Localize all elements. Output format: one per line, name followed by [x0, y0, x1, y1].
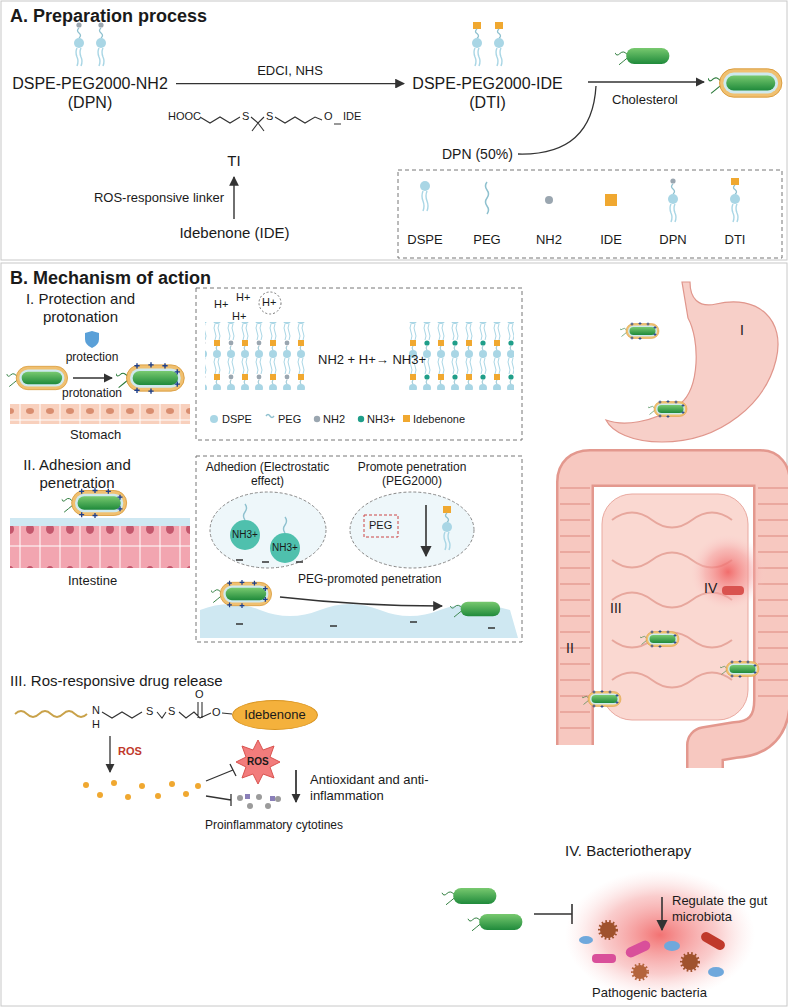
- text-label: Cholesterol: [612, 92, 678, 108]
- text-label: H+: [232, 310, 246, 323]
- text-label: NH3+: [272, 542, 298, 554]
- text-label: NH3+: [367, 413, 395, 426]
- text-label: II. Adhesion and penetration: [18, 456, 136, 492]
- text-label: protonation: [60, 386, 124, 400]
- text-label: Promote penetration (PEG2000): [342, 460, 482, 489]
- compound-label: Idebenone (IDE): [175, 222, 294, 246]
- node-text: (DTI): [408, 93, 567, 112]
- text-label: Proinflammatory cytotines: [205, 818, 343, 832]
- reaction-arrow: [233, 177, 234, 219]
- text-label: I. Protection and protonation: [18, 290, 143, 326]
- text-label: S: [242, 110, 249, 123]
- text-label: IV: [704, 580, 717, 597]
- reaction-arrow: [176, 83, 404, 84]
- text-label: H: [92, 718, 100, 731]
- legend-text: DTI: [705, 232, 765, 248]
- compound-label: DSPE-PEG2000-NH2(DPN): [8, 72, 172, 117]
- text-label: III: [610, 600, 622, 617]
- node-text: DSPE-PEG2000-NH2: [8, 74, 172, 93]
- text-label: IDE: [343, 110, 361, 123]
- node-text: (DPN): [8, 93, 172, 112]
- text-label: S: [266, 110, 273, 123]
- panel-ii-art: [10, 456, 522, 642]
- text-label: N: [92, 704, 100, 717]
- panel-iv-art: [442, 870, 755, 1000]
- legend-text: NH2: [519, 232, 579, 248]
- text-label: Adhedion (Electrostatic effect): [205, 460, 330, 489]
- node-text: Idebenone (IDE): [175, 224, 294, 242]
- text-label: II: [566, 640, 574, 657]
- node-text: DSPE-PEG2000-IDE: [408, 74, 567, 93]
- panel-i-art: [7, 288, 522, 440]
- node-text: TI: [223, 152, 245, 170]
- legend-text: DSPE: [395, 232, 455, 248]
- text-label: H+: [214, 298, 228, 311]
- text-label: O: [195, 688, 204, 701]
- text-label: Stomach: [70, 427, 121, 443]
- text-label: A. Preparation process: [10, 6, 207, 28]
- text-label: O: [324, 110, 333, 123]
- text-label: O: [212, 706, 221, 719]
- text-label: B. Mechanism of action: [10, 268, 211, 290]
- text-label: III. Ros-responsive drug release: [10, 672, 223, 690]
- compound-label: DSPE-PEG2000-IDE(DTI): [408, 72, 567, 117]
- edge-label: ROS-responsive linker: [92, 190, 226, 206]
- text-label: Pathogenic bacteria: [592, 985, 707, 1001]
- section-a-art: [74, 22, 782, 258]
- legend-text: PEG: [457, 232, 517, 248]
- text-label: Antioxidant and anti-inflammation: [310, 772, 440, 803]
- text-label: HOOC: [168, 110, 201, 123]
- text-label: DSPE: [222, 413, 252, 426]
- legend-text: DPN: [643, 232, 703, 248]
- text-label: protection: [62, 350, 122, 364]
- text-label: Idebenone: [413, 413, 465, 426]
- text-label: NH3+: [232, 529, 258, 541]
- text-label: H+: [236, 291, 250, 304]
- node-text: Idebenone: [233, 707, 317, 723]
- text-label: PEG-promoted penetration: [298, 572, 441, 586]
- legend-text: IDE: [581, 232, 641, 248]
- text-label: ROS: [247, 756, 269, 768]
- text-label: S: [146, 705, 153, 718]
- text-label: PEG: [369, 519, 392, 532]
- text-label: PEG: [278, 413, 301, 426]
- digestive-tract: [575, 282, 778, 768]
- text-label: DPN (50%): [442, 146, 513, 163]
- text-label: IV. Bacteriotherapy: [565, 842, 691, 860]
- text-label: H+: [262, 296, 276, 309]
- text-label: Intestine: [68, 573, 117, 589]
- text-label: I: [740, 322, 744, 339]
- text-label: ROS: [118, 745, 142, 758]
- text-label: Regulate the gut microbiota: [672, 893, 780, 924]
- text-label: NH2: [323, 413, 345, 426]
- compound-label: TI: [223, 150, 245, 174]
- edge-label: EDCI, NHS: [255, 63, 325, 79]
- drug-ellipse: Idebenone: [232, 700, 318, 730]
- text-label: NH2 + H+→ NH3+: [318, 352, 426, 368]
- text-label: S: [168, 705, 175, 718]
